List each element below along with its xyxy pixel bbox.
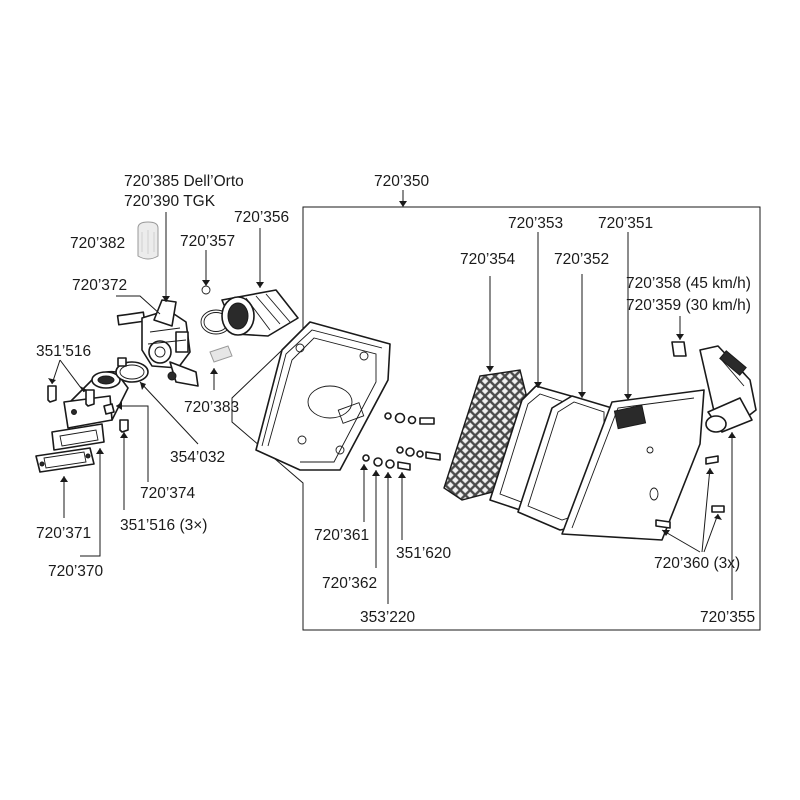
label-720351: 720’351 (598, 215, 653, 232)
label-720353: 720’353 (508, 215, 563, 232)
label-354032: 354’032 (170, 449, 225, 466)
leader-lines (48, 212, 736, 604)
label-720372: 720’372 (72, 277, 127, 294)
part-720350-airbox-housing (255, 321, 391, 471)
label-720362: 720’362 (322, 575, 377, 592)
label-720383: 720’383 (184, 399, 239, 416)
label-720370: 720’370 (48, 563, 104, 580)
part-720358-restrictor (671, 341, 687, 357)
label-353220: 353’220 (360, 609, 416, 626)
label-720357: 720’357 (180, 233, 235, 250)
part-354032-clamp (115, 357, 149, 383)
label-720374: 720’374 (140, 485, 196, 502)
label-720356: 720’356 (234, 209, 289, 226)
part-720382-filter-sock (137, 221, 159, 260)
label-720361: 720’361 (314, 527, 369, 544)
label-720382: 720’382 (70, 235, 125, 252)
part-720361-bolts (362, 412, 441, 471)
label-351516: 351’516 (36, 343, 91, 360)
part-720383-tube (209, 345, 233, 363)
assembly-frame (231, 206, 761, 631)
part-720371-gasket (35, 447, 95, 473)
label-720390: 720’390 TGK (124, 193, 216, 210)
label-351620: 351’620 (396, 545, 452, 562)
part-720355-snorkel (699, 345, 757, 433)
label-720360: 720’360 (3x) (654, 555, 740, 572)
part-720370-reed-valve (51, 423, 105, 451)
label-720350: 720’350 (374, 173, 430, 190)
label-351516x3: 351’516 (3×) (120, 517, 207, 534)
label-720371: 720’371 (36, 525, 91, 542)
label-720358: 720’358 (45 km/h) (626, 275, 751, 292)
label-720385: 720’385 Dell’Orto (124, 173, 244, 190)
label-720359: 720’359 (30 km/h) (626, 297, 751, 314)
label-720354: 720’354 (460, 251, 516, 268)
part-720372-intake-manifold (63, 370, 129, 429)
label-720355: 720’355 (700, 609, 755, 626)
label-720352: 720’352 (554, 251, 609, 268)
part-720356-intake-rubber (221, 289, 299, 337)
part-720385-carburettor (116, 299, 199, 387)
part-351516-screws (47, 385, 129, 433)
arrow-720350 (399, 201, 407, 207)
part-720360-screws (655, 455, 725, 529)
part-720351-airbox-cover (561, 389, 705, 541)
